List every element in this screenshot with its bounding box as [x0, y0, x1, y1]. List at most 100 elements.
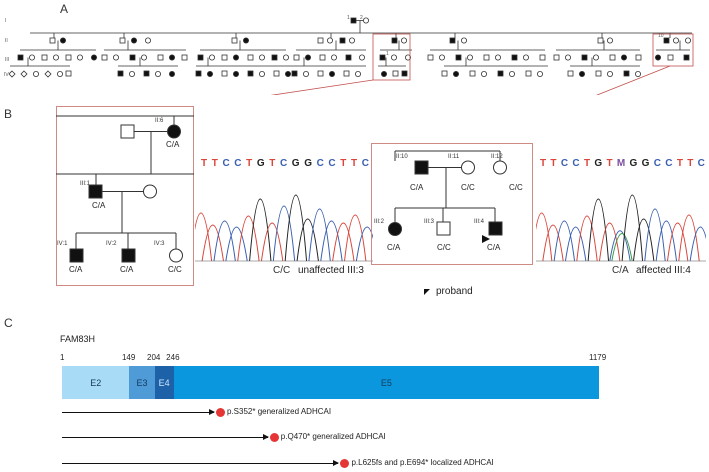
chromatogram-peak: [213, 220, 236, 262]
mutation-arrow: [62, 412, 214, 413]
arrowhead-icon: [333, 460, 340, 466]
member-genotype: C/A: [120, 265, 134, 274]
chromatogram-peak: [260, 222, 284, 262]
founder-label: 2: [360, 15, 363, 21]
sequence-base: T: [269, 158, 276, 169]
sequence-base: C: [279, 158, 288, 169]
chromatogram-peak: [632, 218, 655, 262]
sequence-base: G: [641, 158, 650, 169]
member-genotype: C/A: [487, 243, 501, 252]
highlight-label: 10: [658, 33, 664, 39]
right-family-box: [371, 143, 533, 265]
generation-label: II: [5, 38, 8, 44]
panel-b-label: B: [4, 107, 13, 121]
chromatogram-peak: [611, 233, 633, 262]
sequence-base: C: [328, 158, 336, 169]
left-family-pedigree: [56, 115, 194, 263]
member-id: II:10: [396, 154, 408, 160]
member-genotype: C/A: [69, 265, 83, 274]
chromatogram-peak: [666, 222, 689, 262]
chromatogram-peak: [644, 208, 666, 262]
chromatogram-peak: [201, 224, 224, 262]
chromatogram-right-genotype: C/A: [612, 265, 629, 276]
sequence-base: T: [550, 158, 557, 169]
panel-a-label: A: [60, 2, 69, 16]
member-id: III:1: [80, 181, 91, 187]
member-id: III:2: [374, 219, 385, 225]
chromatogram-right-caption: affected III:4: [636, 265, 691, 276]
sequence-base: T: [201, 158, 208, 169]
exon-e3: E3: [129, 366, 155, 399]
member-id: III:4: [474, 219, 485, 225]
chromatogram-peak: [195, 212, 213, 262]
sequence-base: T: [211, 158, 218, 169]
highlight-label: 1: [386, 51, 389, 57]
chromatogram-peak: [237, 215, 260, 262]
mutation-arrow: [62, 463, 339, 464]
protein-tick-label: 149: [121, 353, 136, 362]
sequence-base: T: [676, 158, 683, 169]
member-genotype: C/A: [410, 183, 424, 192]
chromatogram-right: [536, 194, 706, 262]
chromatogram-peak: [249, 198, 272, 262]
chromatogram-peak: [609, 230, 631, 262]
left-family-box: [56, 106, 194, 286]
chromatogram-peak: [564, 226, 587, 262]
chromatogram-peak: [678, 214, 700, 262]
sequence-base: C: [234, 158, 242, 169]
chromatogram-peak: [536, 212, 553, 262]
mutation-label: p.Q470* generalized ADHCAI: [280, 432, 386, 441]
sequence-base: T: [540, 158, 547, 169]
chromatogram-peak: [689, 226, 706, 262]
chromatogram-peak: [621, 194, 644, 262]
sequence-base: G: [594, 158, 603, 169]
exon-e2: E2: [62, 366, 130, 399]
chromatogram-left: [195, 194, 373, 262]
chromatogram-peak: [655, 220, 678, 262]
chromatogram-peak: [308, 208, 331, 262]
chromatogram-peak: [587, 198, 610, 262]
sequence-base: C: [316, 158, 324, 169]
generation-label: III: [5, 57, 10, 63]
sequence-base: C: [653, 158, 661, 169]
member-genotype: C/A: [166, 140, 180, 149]
chromatogram-peak: [542, 224, 564, 262]
chromatogram-peak: [320, 220, 343, 262]
sequence-base: C: [665, 158, 673, 169]
member-genotype: C/C: [437, 243, 451, 252]
sequence-base: T: [246, 158, 253, 169]
chromatogram-peak: [284, 194, 308, 262]
sequence-base: G: [291, 158, 300, 169]
chromatogram-peak: [576, 215, 598, 262]
member-genotype: C/C: [461, 183, 475, 192]
chromatogram-left-genotype: C/C: [273, 265, 291, 276]
generation-label: I: [5, 18, 7, 24]
sequence-base: G: [629, 158, 638, 169]
member-genotype: C/C: [509, 183, 523, 192]
chromatogram-peak: [344, 214, 367, 262]
pedigree-overview: [8, 17, 694, 95]
proband-legend-label: proband: [436, 286, 473, 297]
arrowhead-icon: [262, 434, 269, 440]
chromatogram-peak: [296, 218, 319, 262]
arrowhead-icon: [209, 409, 215, 415]
exon-e5: E5: [173, 366, 599, 399]
founder-label: 1: [347, 15, 350, 21]
mutation-marker-icon: [340, 459, 350, 468]
sequence-base: C: [222, 158, 230, 169]
panel-c-label: C: [4, 316, 13, 330]
proband-arrow-icon: [482, 235, 490, 243]
mutation-label: p.S352* generalized ADHCAI: [227, 407, 332, 416]
sequence-base: C: [572, 158, 580, 169]
mutation-marker-icon: [216, 408, 225, 417]
sequence-base: T: [606, 158, 613, 169]
sequence-base: C: [560, 158, 569, 169]
member-id: II:11: [448, 154, 460, 160]
member-id: IV:1: [57, 241, 68, 247]
member-genotype: C/C: [168, 265, 182, 274]
sequence-base: T: [687, 158, 694, 169]
protein-name: FAM83H: [60, 334, 96, 344]
mutation-arrow: [62, 437, 268, 438]
protein-tick-label: 1179: [589, 353, 607, 362]
